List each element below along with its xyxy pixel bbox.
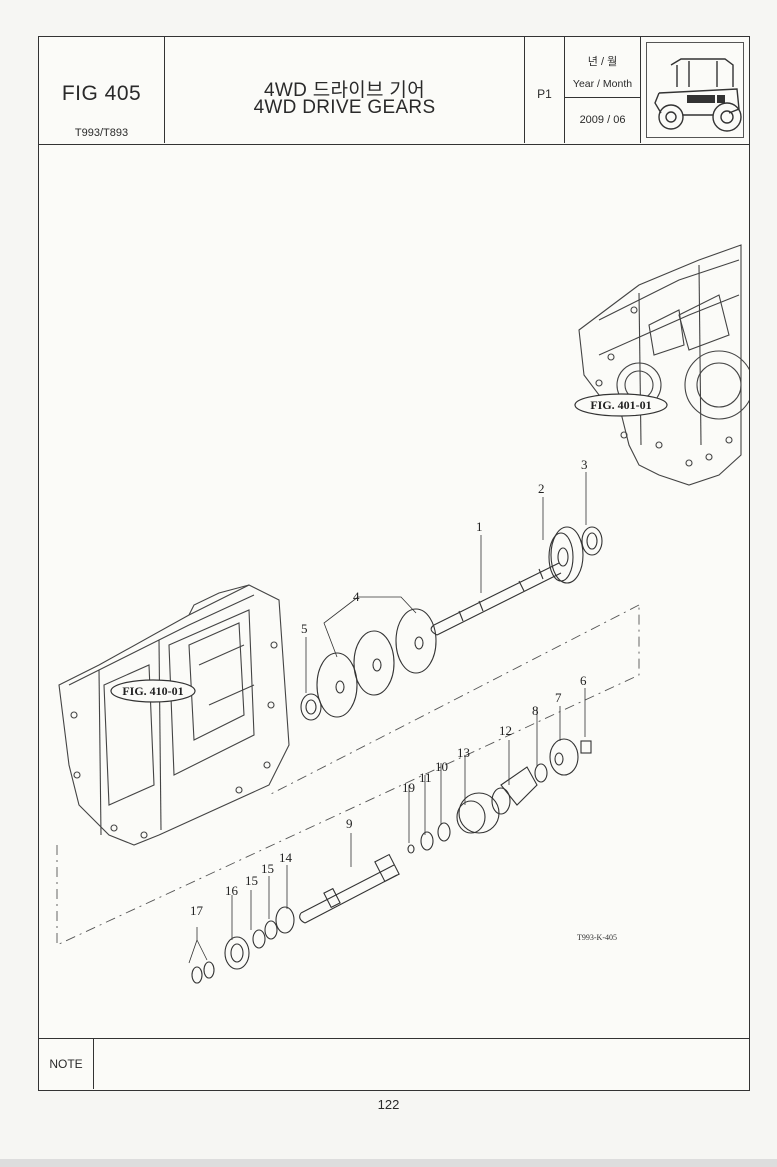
exploded-parts-diagram: 1 2 3 4 5 6 7 8 9 10 11 12 13 14 15 15 1… — [39, 145, 754, 1038]
fig-401-reference: FIG. 401-01 — [574, 393, 668, 417]
title-cell: 4WD 드라이브 기어 4WD DRIVE GEARS — [165, 37, 525, 143]
friction-discs-4 — [316, 608, 437, 718]
callout-15b: 15 — [245, 873, 258, 888]
callout-9: 9 — [346, 816, 353, 831]
bearing-5 — [300, 693, 322, 721]
callout-5: 5 — [301, 621, 308, 636]
note-row: NOTE — [39, 1038, 749, 1090]
callout-17: 17 — [190, 903, 204, 918]
title-block: FIG 405 T993/T893 4WD 드라이브 기어 4WD DRIVE … — [39, 37, 749, 145]
callout-3: 3 — [581, 457, 588, 472]
callout-13: 13 — [457, 745, 470, 760]
parts-sheet-frame: FIG 405 T993/T893 4WD 드라이브 기어 4WD DRIVE … — [38, 36, 754, 1091]
title-korean: 4WD 드라이브 기어 — [264, 80, 425, 101]
logo-cell — [641, 37, 749, 143]
rear-transmission-housing — [578, 244, 754, 486]
date-divider — [565, 97, 640, 98]
fig-cell: FIG 405 T993/T893 — [39, 37, 165, 143]
date-label-korean: 년 / 월 — [587, 56, 618, 68]
title-english: 4WD DRIVE GEARS — [253, 97, 436, 118]
callout-6: 6 — [580, 673, 587, 688]
callout-12: 12 — [499, 723, 512, 738]
callout-2: 2 — [538, 481, 545, 496]
front-axle-housing — [58, 584, 290, 846]
fig-number: FIG 405 — [61, 82, 142, 105]
page-cell: P1 — [525, 37, 565, 143]
date-value: 2009 / 06 — [579, 114, 626, 126]
small-parts — [191, 738, 592, 984]
callout-10: 10 — [435, 759, 448, 774]
callout-15a: 15 — [261, 861, 274, 876]
fig-410-label: FIG. 410-01 — [122, 684, 183, 698]
callout-8: 8 — [532, 703, 539, 718]
callout-16: 16 — [225, 883, 239, 898]
bearing-3 — [581, 526, 603, 556]
page-number: 122 — [377, 1097, 400, 1112]
model-code: T993/T893 — [74, 127, 129, 139]
callout-7: 7 — [555, 690, 562, 705]
callout-19: 19 — [402, 780, 415, 795]
callout-11: 11 — [419, 770, 432, 785]
fig-401-label: FIG. 401-01 — [590, 398, 651, 412]
scan-edge — [0, 1159, 777, 1167]
callout-4: 4 — [353, 589, 360, 604]
upper-drive-shaft — [430, 562, 562, 636]
date-label-english: Year / Month — [572, 78, 633, 90]
lower-drive-shaft — [299, 853, 400, 924]
tractor-icon — [646, 42, 744, 138]
drive-gear-2 — [548, 526, 584, 584]
callout-14: 14 — [279, 850, 293, 865]
page-label: P1 — [537, 87, 552, 101]
drawing-code: T993-K-405 — [577, 933, 617, 942]
fig-410-reference: FIG. 410-01 — [110, 679, 196, 703]
callout-1: 1 — [476, 519, 483, 534]
date-cell: 년 / 월 Year / Month 2009 / 06 — [565, 37, 641, 143]
note-label: NOTE — [39, 1039, 94, 1089]
